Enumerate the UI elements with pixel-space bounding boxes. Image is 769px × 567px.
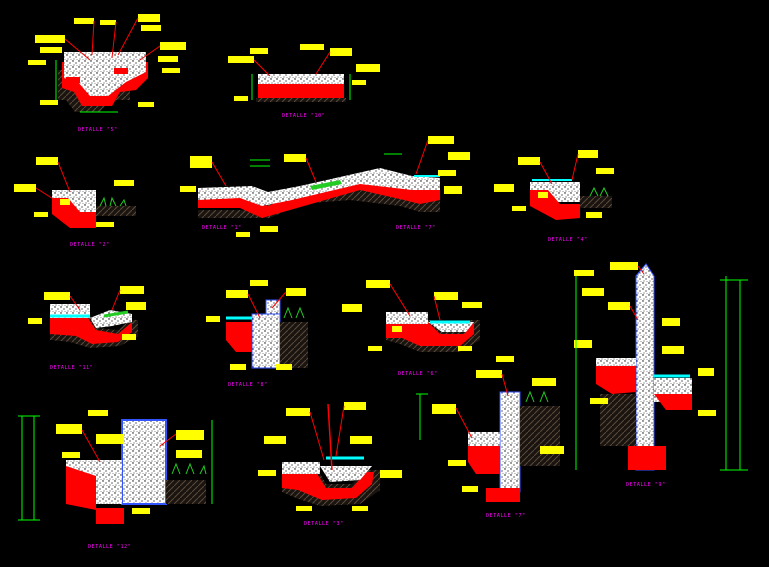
detail-3: DETALLE "3": [258, 402, 402, 527]
detail-6: DETALLE "6": [342, 280, 482, 377]
detail-7-caption-b: DETALLE "7": [486, 513, 526, 519]
detail-8: DETALLE "8": [206, 280, 308, 388]
detail-12-caption: DETALLE "12": [88, 544, 131, 550]
detail-7: DETALLE "7": [416, 356, 564, 519]
detail-11-caption: DETALLE "11": [50, 365, 93, 371]
detail-11: DETALLE "11": [28, 286, 146, 371]
detail-7-caption-a: DETALLE "7": [396, 225, 436, 231]
detail-3-caption: DETALLE "3": [304, 521, 344, 527]
detail-4: DETALLE "4": [494, 150, 614, 243]
detail-1-caption: DETALLE "1": [202, 225, 242, 231]
detail-9-caption: DETALLE "9": [626, 482, 666, 488]
detail-2-caption: DETALLE "2": [70, 242, 110, 248]
detail-2: DETALLE "2": [14, 157, 136, 248]
detail-9: DETALLE "9": [574, 262, 748, 488]
detail-4-caption: DETALLE "4": [548, 237, 588, 243]
detail-5-caption: DETALLE "5": [78, 127, 118, 133]
detail-8-caption: DETALLE "8": [228, 382, 268, 388]
detail-5: DETALLE "5": [28, 14, 186, 133]
detail-6-caption: DETALLE "6": [398, 371, 438, 377]
detail-10-caption: DETALLE "10": [282, 113, 325, 119]
detail-12: DETALLE "12": [18, 410, 213, 550]
detail-1: DETALLE "1" DETALLE "7": [180, 136, 470, 237]
detail-10: DETALLE "10": [228, 44, 380, 119]
